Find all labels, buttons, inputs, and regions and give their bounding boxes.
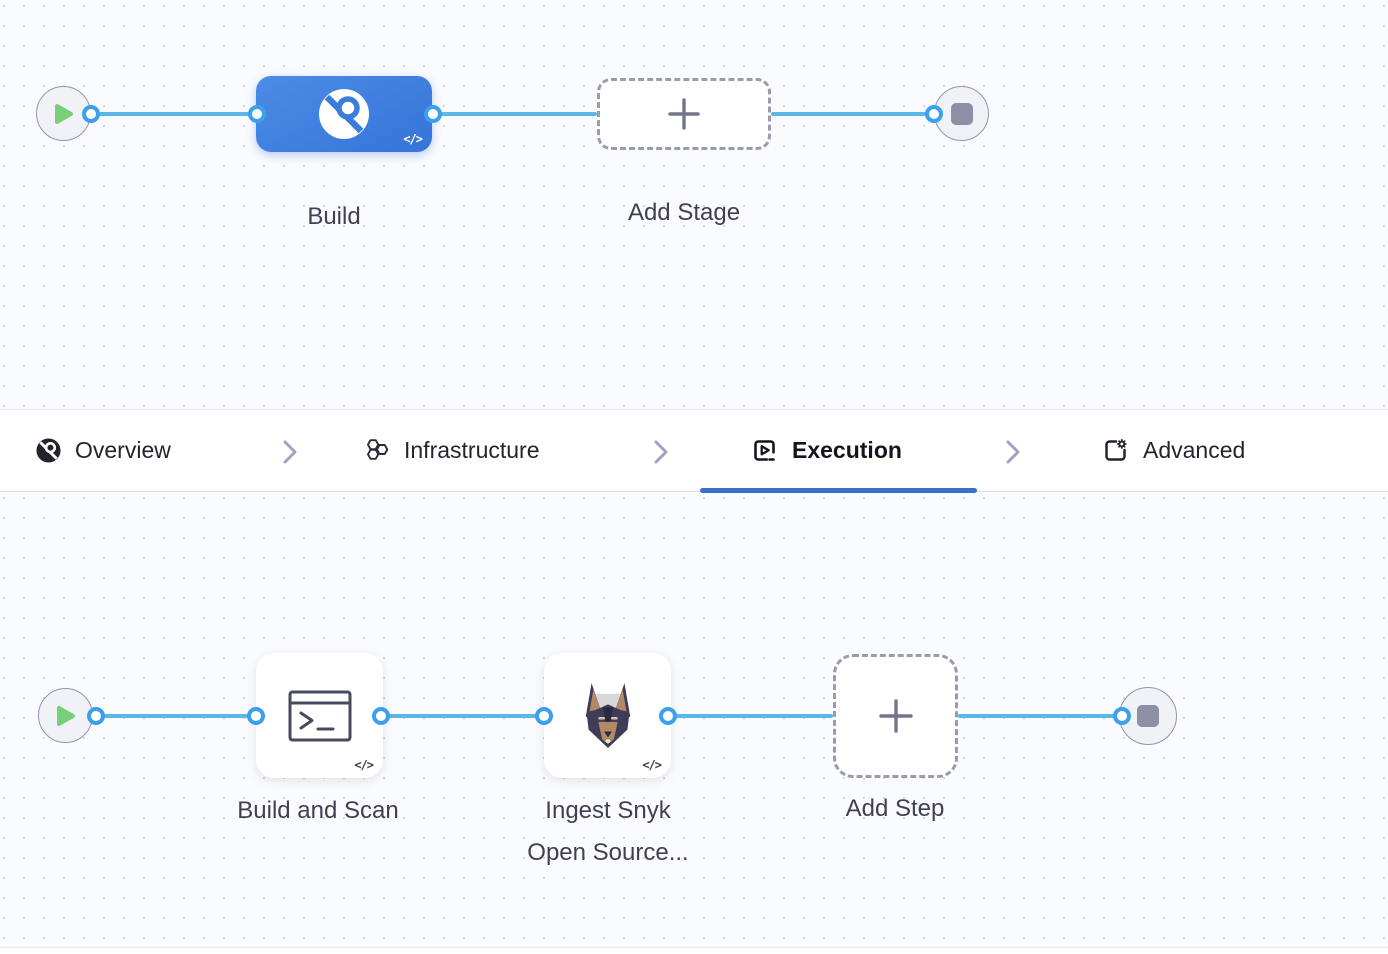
chevron-right-icon: [653, 439, 669, 465]
port: [248, 105, 266, 123]
yaml-code-badge: </>: [642, 758, 662, 772]
tab-label: Overview: [75, 437, 171, 463]
stage-graph-canvas: </> Build Add Stage: [0, 0, 1388, 409]
terminal-icon: [288, 690, 352, 742]
edge-start-to-buildscan: [96, 714, 256, 718]
add-step-button[interactable]: [833, 654, 958, 778]
port: [424, 105, 442, 123]
tab-overview[interactable]: Overview: [36, 410, 171, 491]
tab-execution[interactable]: Execution: [751, 410, 902, 491]
step-label-line: Ingest Snyk: [545, 797, 671, 824]
add-stage-button[interactable]: [597, 78, 771, 150]
edge-build-to-addstage: [433, 112, 597, 116]
step-card-build-and-scan[interactable]: </>: [256, 653, 383, 778]
edge-snyk-to-addstep: [668, 714, 833, 718]
chevron-right-icon: [282, 439, 298, 465]
canvas-bottom-edge: [0, 947, 1388, 954]
tab-infrastructure[interactable]: Infrastructure: [363, 410, 540, 491]
port: [659, 707, 677, 725]
step-label-add-step: Add Step: [845, 795, 945, 822]
port: [87, 707, 105, 725]
chevron-right-icon: [1005, 439, 1021, 465]
port: [247, 707, 265, 725]
ci-overview-icon: [36, 438, 61, 463]
active-tab-underline: [700, 488, 977, 493]
play-box-icon: [751, 437, 778, 464]
port: [535, 707, 553, 725]
execution-graph-canvas: </> </>: [0, 492, 1388, 948]
step-label-ingest-snyk: Ingest Snyk Open Source...: [527, 790, 688, 874]
hexagons-icon: [363, 437, 390, 464]
step-label-line: Open Source...: [527, 839, 689, 866]
tab-label: Infrastructure: [404, 437, 540, 463]
edge-start-to-build: [91, 112, 257, 116]
edge-addstage-to-end: [771, 112, 934, 116]
edge-buildscan-to-snyk: [381, 714, 544, 718]
play-icon: [56, 705, 76, 727]
yaml-code-badge: </>: [354, 758, 374, 772]
yaml-code-badge: </>: [403, 132, 423, 146]
stage-end-node: [934, 86, 989, 141]
stage-label-build: Build: [307, 203, 361, 230]
stage-start-node: [36, 86, 91, 141]
port: [925, 105, 943, 123]
plus-icon: [876, 696, 916, 736]
ci-stage-icon: [318, 88, 370, 140]
plus-icon: [666, 96, 702, 132]
port: [1113, 707, 1131, 725]
port: [372, 707, 390, 725]
step-label-build-and-scan: Build and Scan: [237, 797, 399, 824]
step-card-ingest-snyk[interactable]: </>: [544, 653, 671, 778]
port: [82, 105, 100, 123]
stop-icon: [1137, 705, 1159, 727]
gear-box-icon: [1102, 437, 1129, 464]
stage-label-add-stage: Add Stage: [627, 199, 741, 226]
tab-label: Execution: [792, 437, 902, 463]
execution-start-node: [38, 688, 93, 743]
snyk-doberman-icon: [577, 681, 639, 751]
stop-icon: [950, 102, 973, 125]
tab-label: Advanced: [1143, 437, 1246, 463]
play-icon: [54, 103, 74, 125]
tab-advanced[interactable]: Advanced: [1102, 410, 1245, 491]
edge-addstep-to-end: [958, 714, 1122, 718]
pipeline-config-tabbar: Overview Infrastructure Execution: [0, 409, 1388, 493]
stage-card-build[interactable]: </>: [256, 76, 432, 152]
